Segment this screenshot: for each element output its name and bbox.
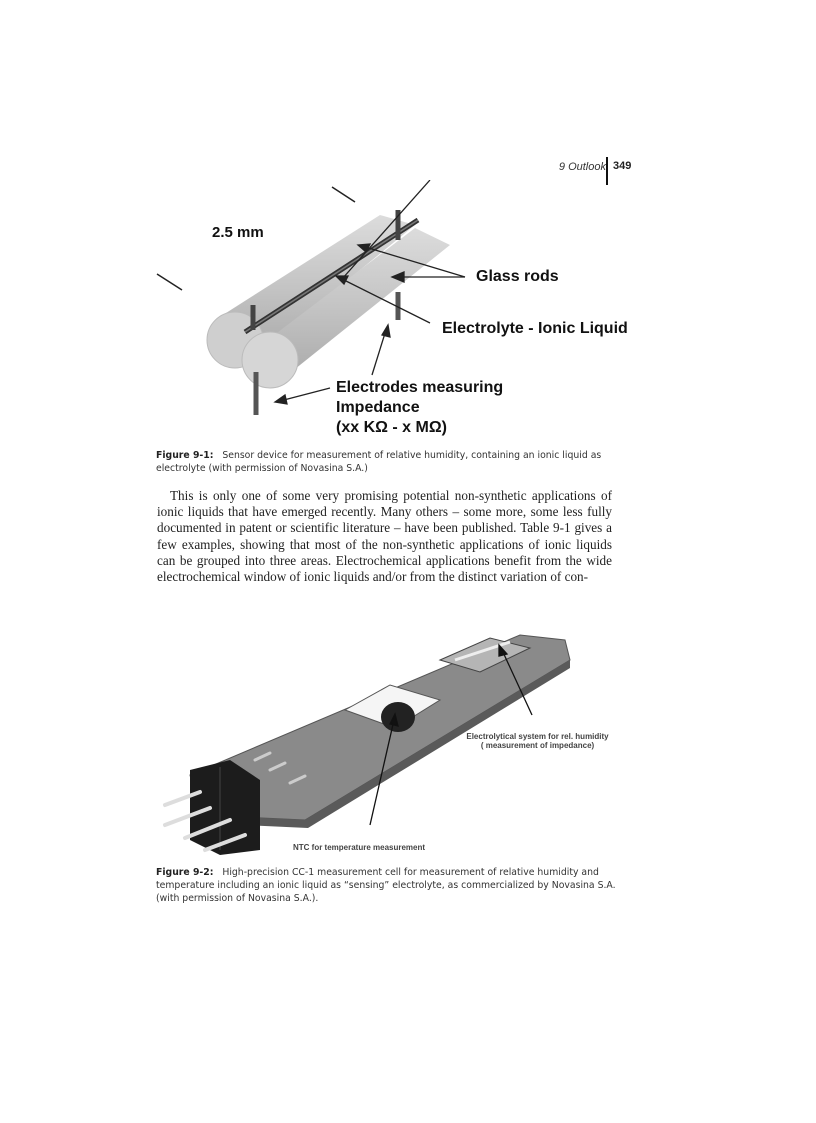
ntc-label: NTC for temperature measurement: [293, 843, 426, 852]
figure-1-caption-label: Figure 9-1:: [156, 450, 214, 461]
figure-2-caption-text: High-precision CC-1 measurement cell for…: [156, 867, 616, 904]
measurement-cell-illustration: [163, 634, 571, 855]
scale-label: 2.5 mm: [212, 224, 264, 241]
figure-1-caption-text: Sensor device for measurement of relativ…: [156, 450, 602, 474]
electrolytical-system-label: Electrolytical system for rel. humidity …: [450, 732, 625, 750]
figure-2-measurement-cell: Electrolytical system for rel. humidity …: [140, 620, 680, 860]
running-head: 9 Outlook 349: [500, 155, 700, 195]
figure-2-caption: Figure 9-2: High-precision CC-1 measurem…: [156, 866, 626, 905]
glass-rods-label: Glass rods: [476, 268, 559, 285]
electrolytical-system-label-line2: ( measurement of impedance): [480, 741, 595, 750]
figure-2-caption-label: Figure 9-2:: [156, 867, 214, 878]
electrodes-label-line2: Impedance: [336, 399, 420, 416]
electrolyte-label: Electrolyte - Ionic Liquid: [442, 320, 628, 337]
chapter-title: 9 Outlook: [558, 161, 606, 173]
electrolytical-system-label-line1: Electrolytical system for rel. humidity: [466, 732, 609, 741]
electrodes-label-line1: Electrodes measuring: [336, 379, 504, 396]
running-head-divider: [606, 157, 608, 185]
figure-1-caption: Figure 9-1: Sensor device for measuremen…: [156, 449, 626, 475]
page-number: 349: [613, 160, 632, 172]
electrodes-label: Electrodes measuring Impedance (xx KΩ - …: [336, 378, 503, 438]
figure-1-sensor-device: 2.5 mm Glass rods Electrolyte - Ionic Li…: [140, 179, 680, 450]
body-paragraph: This is only one of some very promising …: [157, 488, 612, 585]
glass-rods-illustration: [156, 179, 466, 415]
electrodes-label-line3: (xx KΩ - x MΩ): [336, 419, 447, 436]
